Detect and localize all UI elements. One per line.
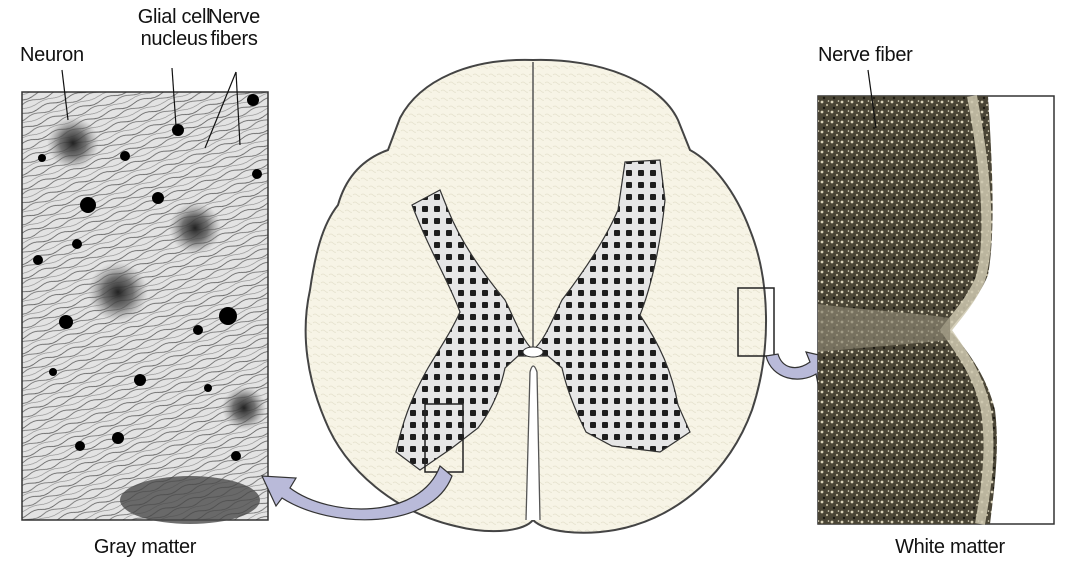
white-matter-panel xyxy=(818,96,1054,524)
label-white-matter: White matter xyxy=(875,536,1025,558)
central-canal xyxy=(523,347,543,357)
label-neuron: Neuron xyxy=(20,44,84,66)
spinal-cord-section xyxy=(306,60,774,533)
gray-matter-panel xyxy=(22,92,268,524)
label-nerve-fiber: Nerve fiber xyxy=(818,44,913,66)
label-gray-matter: Gray matter xyxy=(70,536,220,558)
label-nerve-fibers: Nerve fibers xyxy=(200,6,268,50)
